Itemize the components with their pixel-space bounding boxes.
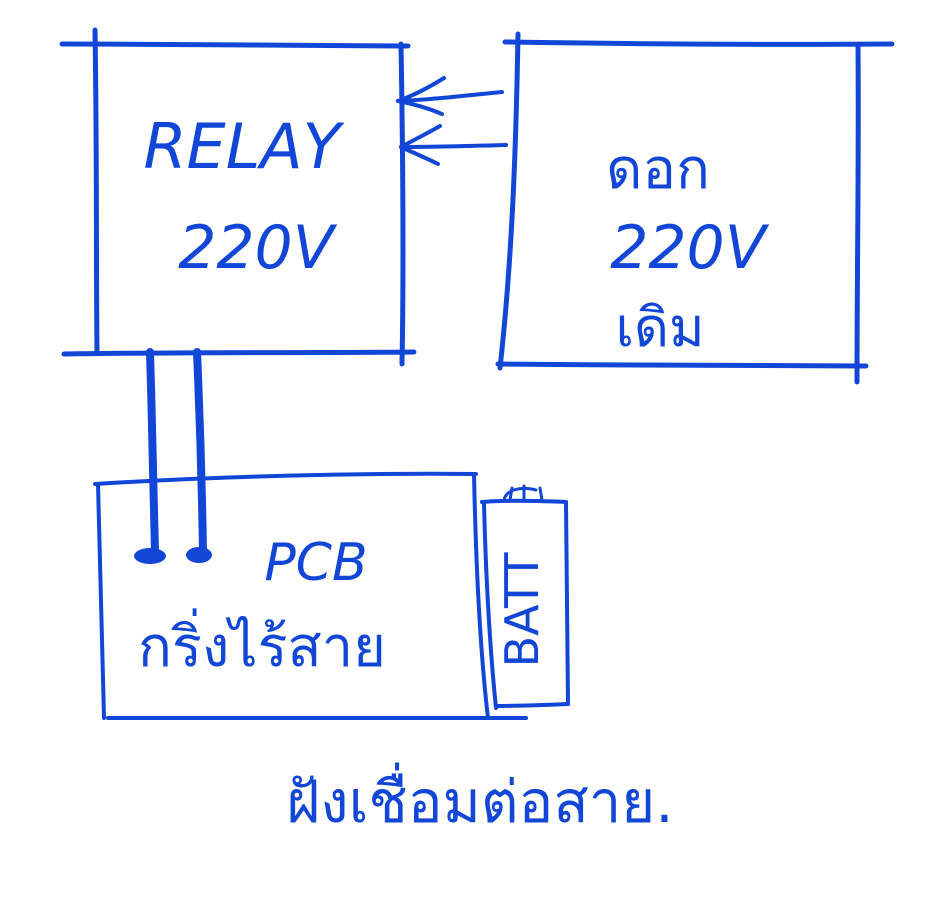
pcb-subtitle: กริ่งไร้สาย (138, 608, 386, 680)
signal-arrows (396, 76, 508, 166)
source-box (495, 31, 895, 385)
wire-solder-point (134, 548, 166, 564)
pcb-title: PCB (264, 533, 367, 593)
source-original: เดิม (615, 296, 704, 359)
relay-box (59, 27, 417, 367)
relay-voltage: 220V (178, 213, 338, 283)
source-voltage: 220V (610, 213, 770, 283)
battery (480, 484, 570, 710)
diagram-caption: ฝังเชื่อมต่อสาย. (286, 762, 673, 836)
battery-label: BATT (495, 552, 549, 668)
relay-title: RELAY (143, 110, 344, 183)
wire-solder-point (186, 547, 212, 563)
pcb-box (93, 471, 528, 721)
source-label: ดอก (606, 137, 710, 202)
relay-pcb-wires (134, 348, 212, 564)
